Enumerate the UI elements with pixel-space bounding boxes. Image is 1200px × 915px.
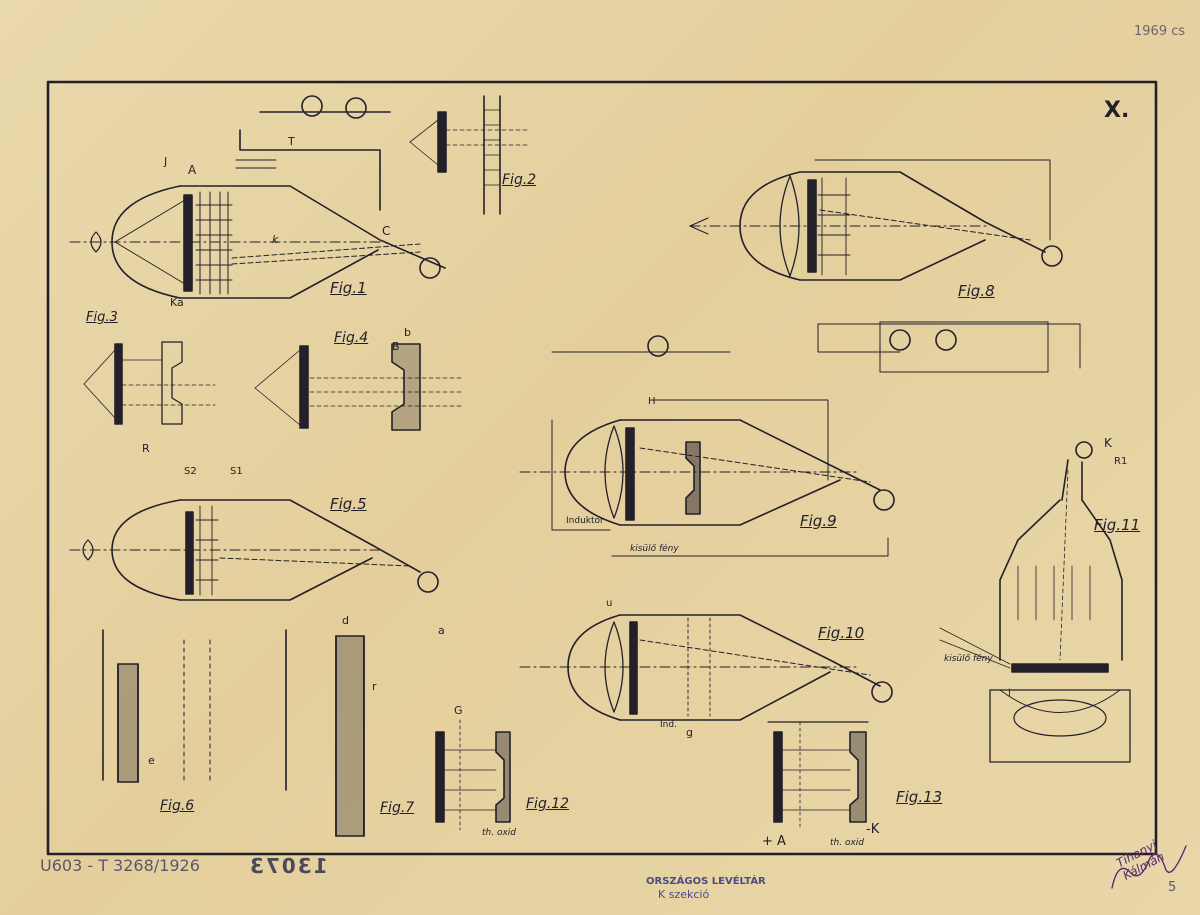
fig10-tube — [519, 614, 893, 721]
fig12-label: Fig.12 — [526, 796, 570, 812]
label-B: B — [392, 340, 400, 353]
label-R: R — [142, 442, 150, 455]
corner-note: 1969 cs — [1134, 24, 1186, 39]
fig11-tube — [939, 441, 1131, 763]
fig8-label: Fig.8 — [958, 282, 995, 300]
plate-number: X. — [1104, 98, 1130, 123]
label-G: G — [454, 704, 463, 717]
fig4-label: Fig.4 — [334, 330, 369, 346]
label-H: H — [648, 396, 656, 407]
label-Ka: Ka — [170, 296, 184, 309]
label-u: u — [606, 598, 613, 609]
fig3-label: Fig.3 — [86, 310, 118, 325]
fig13-diagram — [767, 721, 869, 831]
fig12-diagram — [435, 719, 511, 831]
stamp-number: 13073 — [248, 854, 328, 878]
signature-tail: 5 — [1168, 880, 1177, 895]
label-C: C — [382, 224, 391, 238]
fig10-label: Fig.10 — [818, 624, 865, 642]
label-minus-k: -K — [866, 822, 880, 837]
fig3-diagram — [83, 341, 216, 425]
fig2-label: Fig.2 — [502, 172, 537, 188]
archive-stamp-line2: K szekció — [658, 888, 710, 901]
label-kisulo-feny-11: kisülő fény — [944, 654, 993, 664]
archive-number: U603 - T 3268/1926 — [40, 856, 200, 875]
label-l: l — [1008, 688, 1011, 699]
label-S1: S1 — [230, 466, 243, 477]
drawing-border — [46, 80, 1158, 856]
label-induktor: Induktor — [566, 516, 604, 526]
fig11-label: Fig.11 — [1094, 516, 1141, 534]
label-th-oxid-12: th. oxid — [482, 828, 517, 838]
label-plus-a: + A — [762, 834, 786, 849]
fig7-label: Fig.7 — [380, 800, 415, 816]
fig9-tube — [519, 335, 895, 557]
fig13-label: Fig.13 — [896, 788, 943, 806]
label-K: K — [1104, 436, 1112, 450]
label-r: r — [372, 680, 377, 693]
fig6-label: Fig.6 — [160, 798, 195, 814]
label-b: b — [404, 326, 411, 339]
fig5-label: Fig.5 — [330, 495, 367, 513]
label-k: k — [272, 233, 279, 246]
label-g: g — [686, 726, 693, 739]
label-J: J — [164, 155, 168, 168]
fig1-label: Fig.1 — [330, 279, 367, 297]
label-T: T — [288, 135, 295, 148]
fig8-tube — [689, 159, 1081, 373]
fig6-diagram — [102, 629, 211, 783]
fig5-tube — [69, 499, 439, 601]
label-e: e — [148, 754, 155, 767]
label-d: d — [342, 614, 349, 627]
label-A: A — [188, 163, 197, 177]
label-R1: R1 — [1114, 456, 1128, 467]
fig7-diagram — [285, 629, 365, 837]
label-kisulo-feny-9: kisülő fény — [630, 544, 679, 554]
fig1-tube — [69, 95, 446, 299]
label-a: a — [438, 624, 445, 637]
label-S2: S2 — [184, 466, 197, 477]
fig9-label: Fig.9 — [800, 512, 837, 530]
label-ind: Ind. — [660, 720, 677, 730]
fig4-diagram — [254, 343, 463, 431]
archive-stamp-line1: ORSZÁGOS LEVÉLTÁR — [646, 876, 766, 887]
label-th-oxid-13: th. oxid — [830, 838, 865, 848]
fig2-diagram — [409, 95, 531, 215]
signature-mark — [1111, 845, 1187, 889]
